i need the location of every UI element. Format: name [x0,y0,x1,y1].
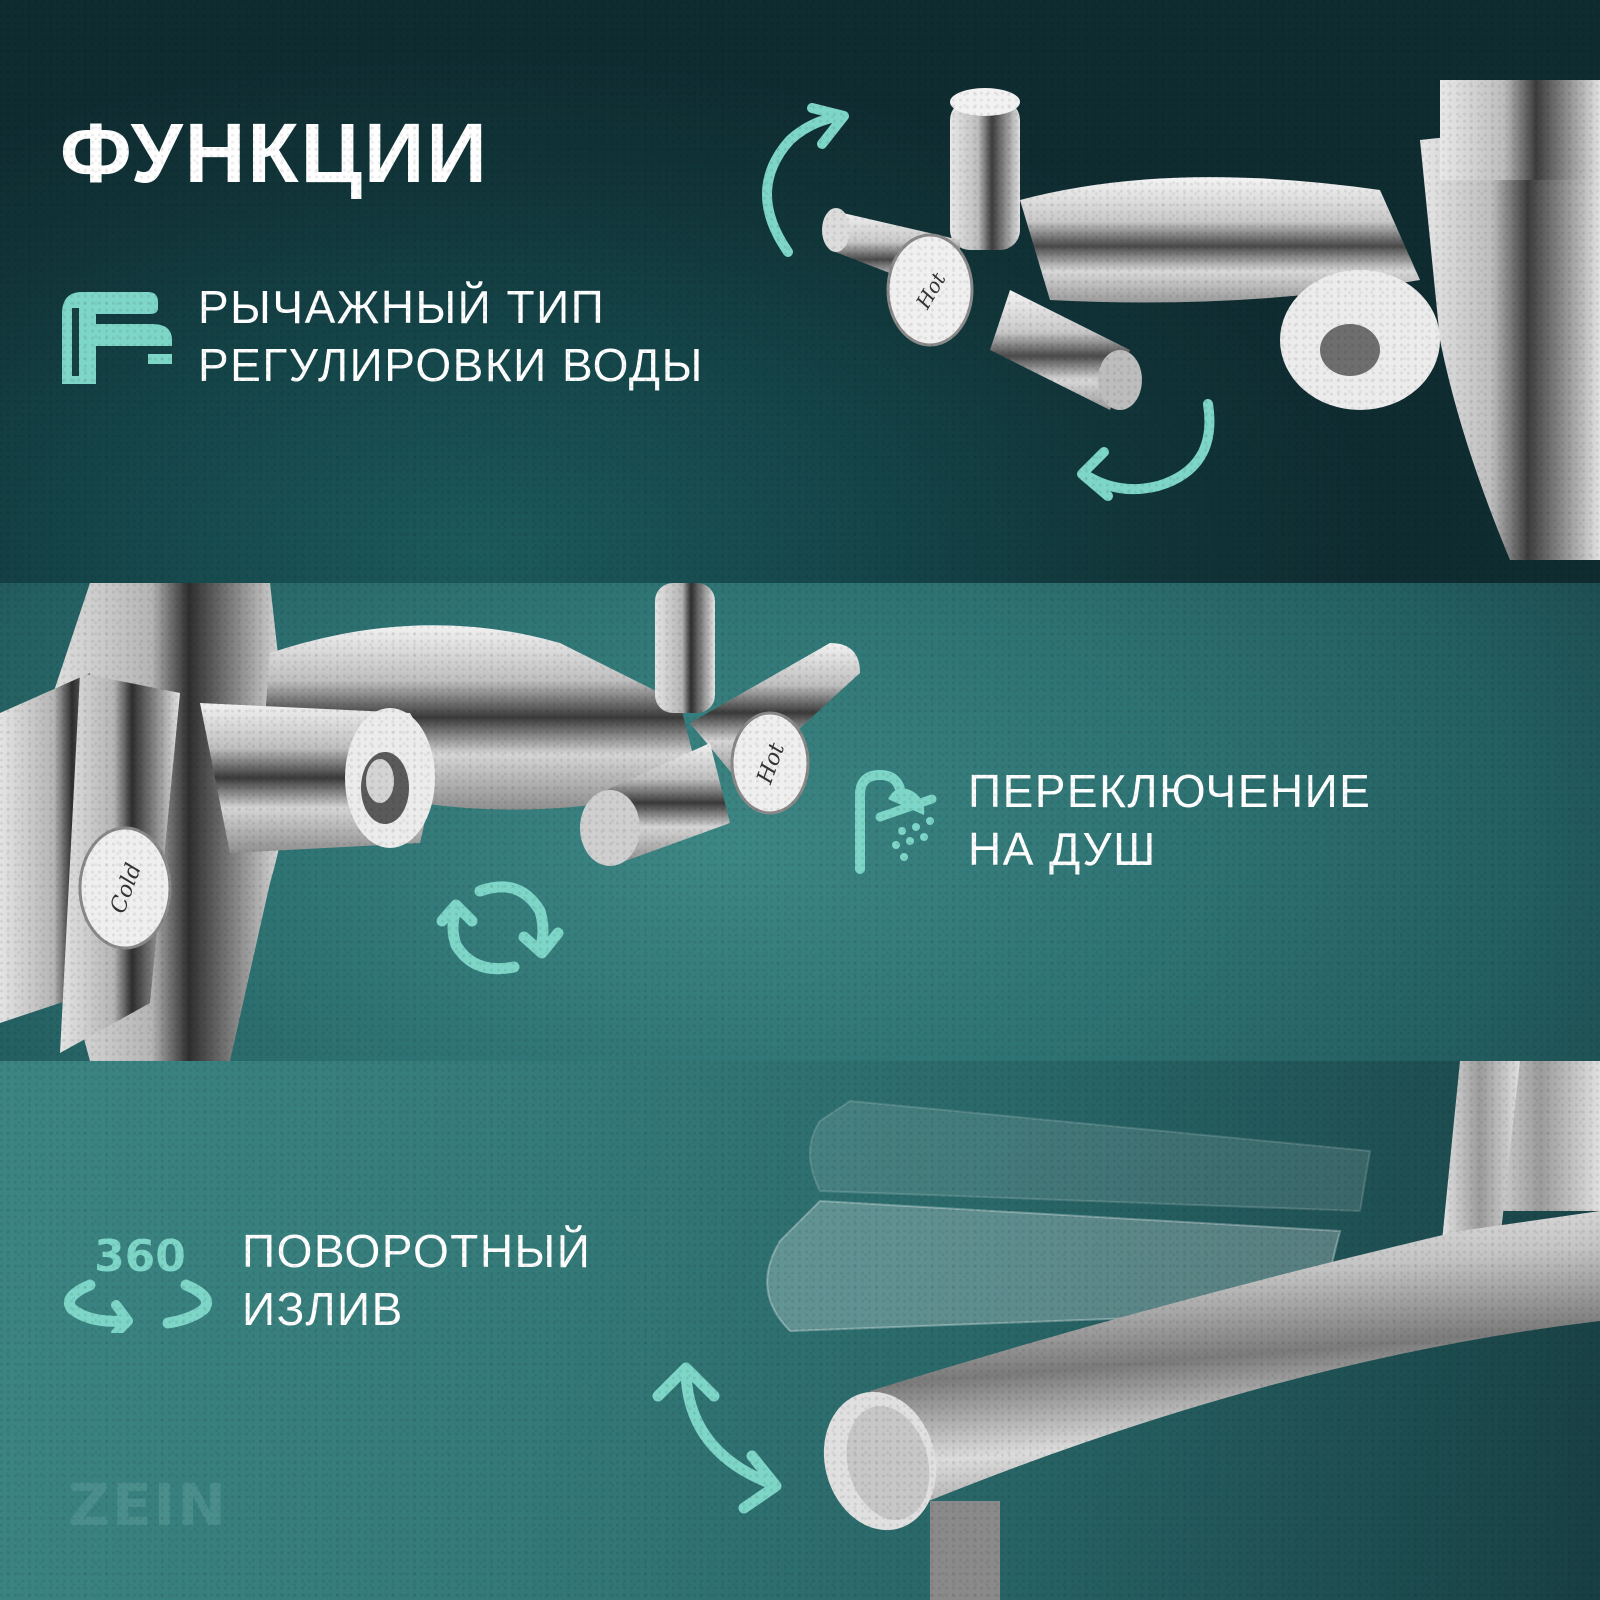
feature-line: РЫЧАЖНЫЙ ТИП [198,281,606,333]
feature-lever-type-text: РЫЧАЖНЫЙ ТИП РЕГУЛИРОВКИ ВОДЫ [198,278,704,394]
feature-line: ПОВОРОТНЫЙ [242,1225,592,1277]
section-shower-switch: Hot Cold [0,583,1600,1061]
page-title: ФУНКЦИИ [60,106,489,201]
brand-logo: ZEIN [68,1471,228,1539]
feature-line: РЕГУЛИРОВКИ ВОДЫ [198,339,704,391]
feature-line: ИЗЛИВ [242,1283,404,1335]
diverter-faucet-image: Hot Cold [0,583,880,1061]
faucet-icon [62,284,172,384]
swivel-spout-image [760,1061,1600,1600]
rotate-360-label: 360 [94,1231,186,1282]
switch-cycle-icon[interactable] [428,871,568,981]
cross-handle-valve-image: Hot [820,80,1600,580]
feature-shower-switch-text: ПЕРЕКЛЮЧЕНИЕ НА ДУШ [968,762,1371,878]
section-swivel-spout: 360 ПОВОРОТНЫЙ ИЗЛИВ ZEIN [0,1061,1600,1600]
feature-line: ПЕРЕКЛЮЧЕНИЕ [968,765,1372,817]
section-lever-type: Hot ФУНКЦИИ РЫЧАЖНЫЙ ТИП [0,0,1600,583]
feature-line: НА ДУШ [968,823,1157,875]
rotate-arrow-top-icon [750,100,860,260]
shower-icon [852,769,962,874]
rotate-360-icon: 360 [60,1223,220,1333]
rotate-arrow-bottom-icon [1068,398,1218,508]
swivel-arrow-icon [640,1348,790,1518]
feature-swivel-spout-text: ПОВОРОТНЫЙ ИЗЛИВ [242,1222,591,1338]
